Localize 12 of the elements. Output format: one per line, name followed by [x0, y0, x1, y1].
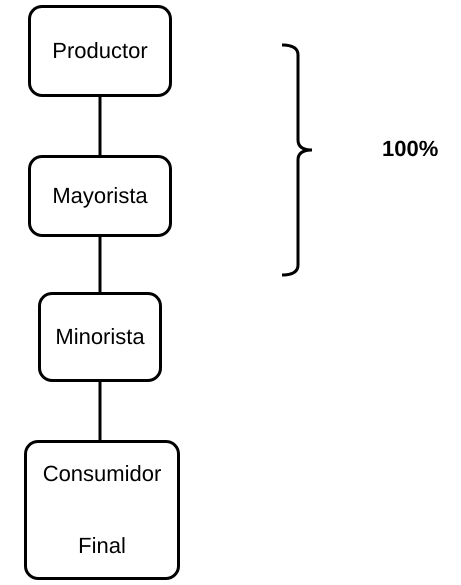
connector-line: [98, 237, 102, 292]
connector-line: [98, 97, 102, 155]
box-label: Minorista: [55, 323, 145, 351]
connector-line: [98, 382, 102, 440]
process-box: [28, 155, 172, 237]
process-box: [24, 440, 180, 580]
process-box: [38, 292, 162, 382]
percentage-label: 100%: [382, 136, 438, 162]
process-box: [28, 5, 172, 97]
box-label: Mayorista: [52, 182, 148, 210]
box-label: Productor: [52, 37, 148, 65]
box-label: Consumidor Final: [42, 460, 162, 560]
